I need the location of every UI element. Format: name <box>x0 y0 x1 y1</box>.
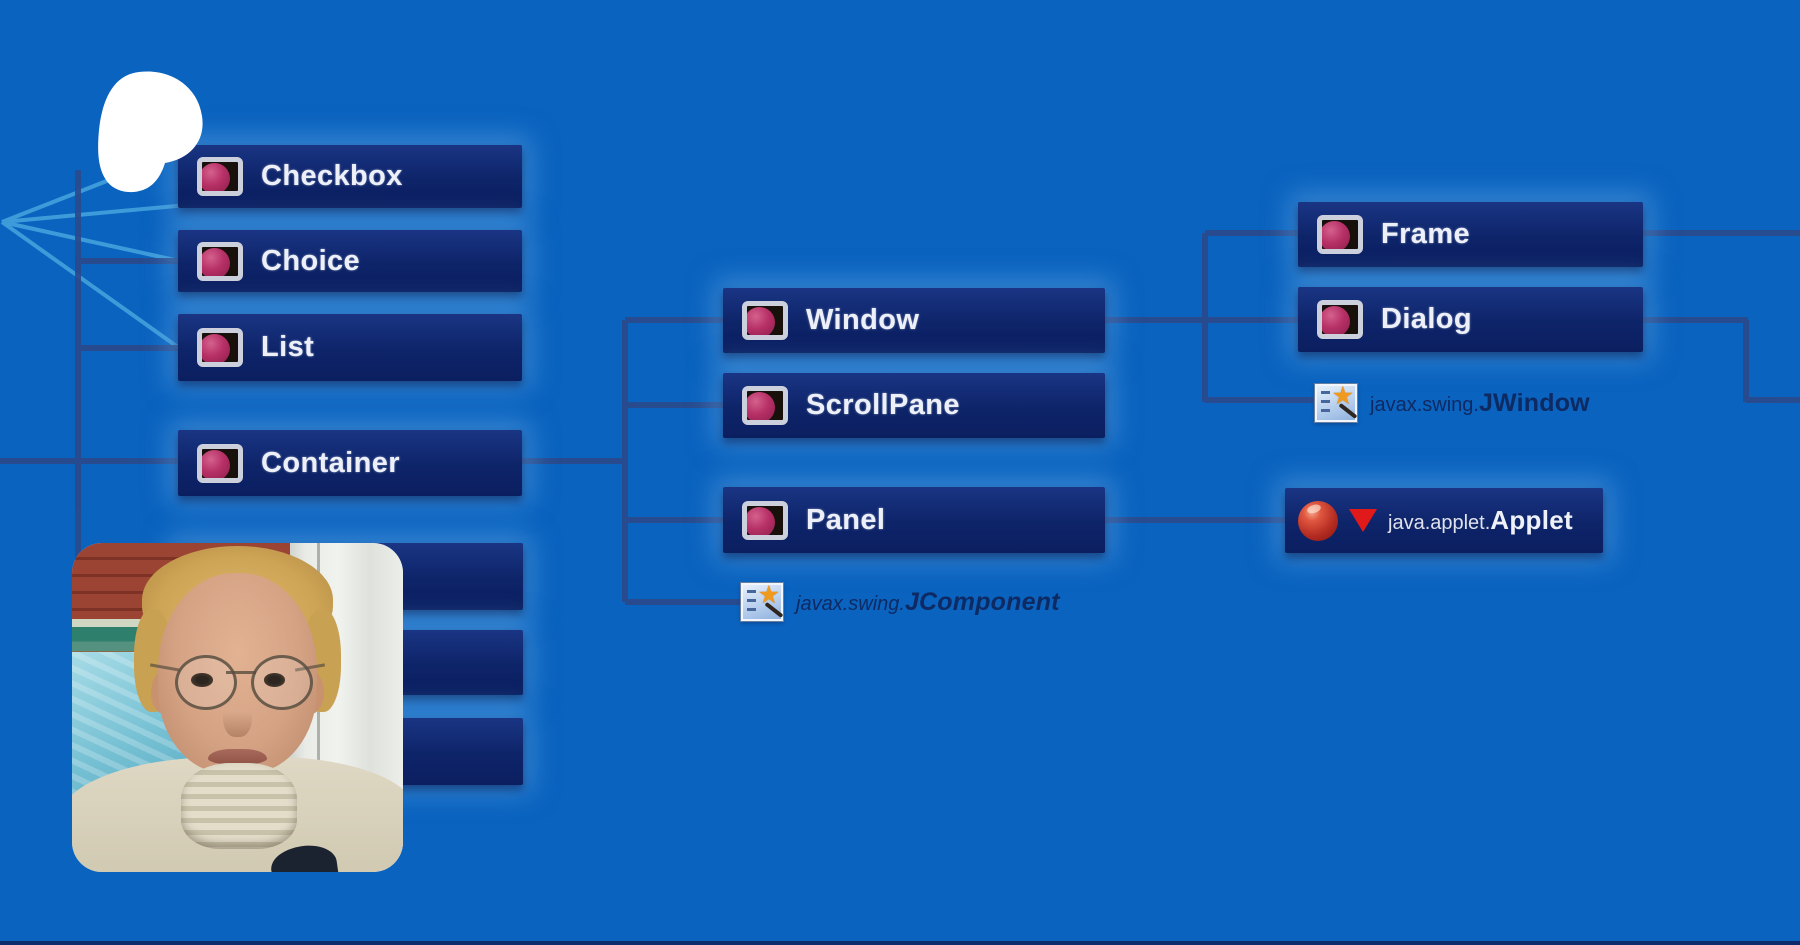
class-node-checkbox: Checkbox <box>178 145 522 208</box>
class-node-scrollpane: ScrollPane <box>723 373 1105 438</box>
screen-icon <box>197 328 243 367</box>
screen-icon <box>742 301 788 340</box>
screen-icon <box>1317 215 1363 254</box>
star-icon: ★ <box>1331 382 1354 410</box>
class-node-window: Window <box>723 288 1105 353</box>
swing-label-jwindow: ★ javax.swing.JWindow <box>1315 382 1590 424</box>
photo-mouth <box>207 748 268 766</box>
node-label: Container <box>261 446 400 479</box>
screen-icon <box>197 443 243 483</box>
photo-eye <box>191 672 213 687</box>
presenter-webcam-photo <box>72 543 403 872</box>
screen-icon <box>742 386 788 425</box>
swing-label-text: javax.swing.JComponent <box>796 587 1060 616</box>
wizard-panel-icon: ★ <box>741 581 784 621</box>
white-blob-overlay <box>98 71 203 193</box>
class-node-panel: Panel <box>723 487 1105 553</box>
photo-eye <box>263 672 286 687</box>
class-node-container: Container <box>178 430 522 496</box>
applet-label: java.applet.Applet <box>1388 505 1573 535</box>
bottom-edge-bar <box>0 941 1800 945</box>
node-label: ScrollPane <box>806 389 960 421</box>
screen-icon <box>197 241 243 281</box>
node-label: Choice <box>261 244 361 277</box>
swing-label-text: javax.swing.JWindow <box>1370 388 1590 417</box>
class-node-choice: Choice <box>178 230 522 292</box>
class-node-frame: Frame <box>1298 202 1643 267</box>
class-node-applet: java.applet.Applet <box>1285 488 1603 553</box>
node-label: Checkbox <box>261 160 403 192</box>
wizard-panel-icon: ★ <box>1315 382 1358 422</box>
node-label: Frame <box>1381 218 1471 250</box>
node-label: Window <box>806 304 920 336</box>
class-node-list: List <box>178 314 522 381</box>
photo-turtleneck-collar <box>181 763 298 849</box>
class-node-dialog: Dialog <box>1298 287 1643 352</box>
photo-nose <box>222 691 253 738</box>
node-label: Panel <box>806 503 886 536</box>
screen-icon <box>197 157 243 196</box>
red-triangle-icon <box>1349 509 1377 532</box>
screen-icon <box>1317 300 1363 339</box>
tomato-icon <box>1298 500 1338 541</box>
photo-glasses-bridge <box>225 671 256 675</box>
star-icon: ★ <box>757 581 780 609</box>
screen-icon <box>742 500 788 540</box>
node-label: Dialog <box>1381 303 1473 335</box>
swing-label-jcomponent: ★ javax.swing.JComponent <box>741 582 1060 622</box>
node-label: List <box>261 331 315 363</box>
